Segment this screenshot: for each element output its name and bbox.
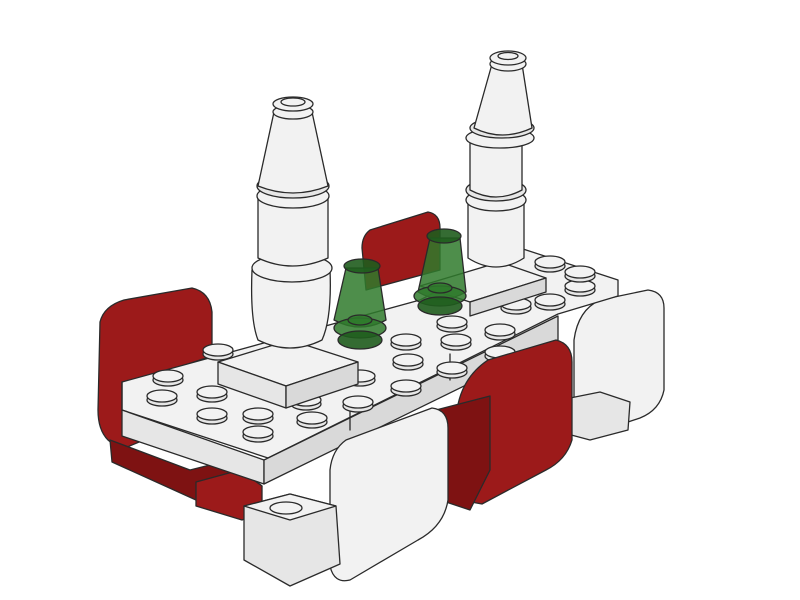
table-stud — [564, 265, 596, 279]
table-stud — [436, 361, 468, 375]
table-stud — [534, 293, 566, 307]
table-stud — [202, 343, 234, 357]
table-stud — [296, 411, 328, 425]
white-vase-right — [465, 50, 535, 268]
green-glass-left — [333, 258, 387, 350]
table-stud — [484, 323, 516, 337]
white-chair-front — [243, 407, 449, 587]
table-stud — [242, 425, 274, 439]
vase-base-plate-left — [217, 339, 359, 409]
green-glass-right — [413, 228, 467, 316]
red-chair-front-right — [435, 339, 573, 511]
table-stud — [436, 315, 468, 329]
table-stud — [534, 255, 566, 269]
table-stud — [146, 389, 178, 403]
white-chair-back-right — [559, 289, 665, 441]
table-stud — [152, 369, 184, 383]
table-stud — [390, 333, 422, 347]
table-stud — [342, 395, 374, 409]
table-stud — [242, 407, 274, 421]
table-stud — [440, 333, 472, 347]
table-stud — [196, 407, 228, 421]
white-vase-left — [250, 96, 333, 349]
table-stud — [196, 385, 228, 399]
table-stud — [392, 353, 424, 367]
table-stud — [390, 379, 422, 393]
